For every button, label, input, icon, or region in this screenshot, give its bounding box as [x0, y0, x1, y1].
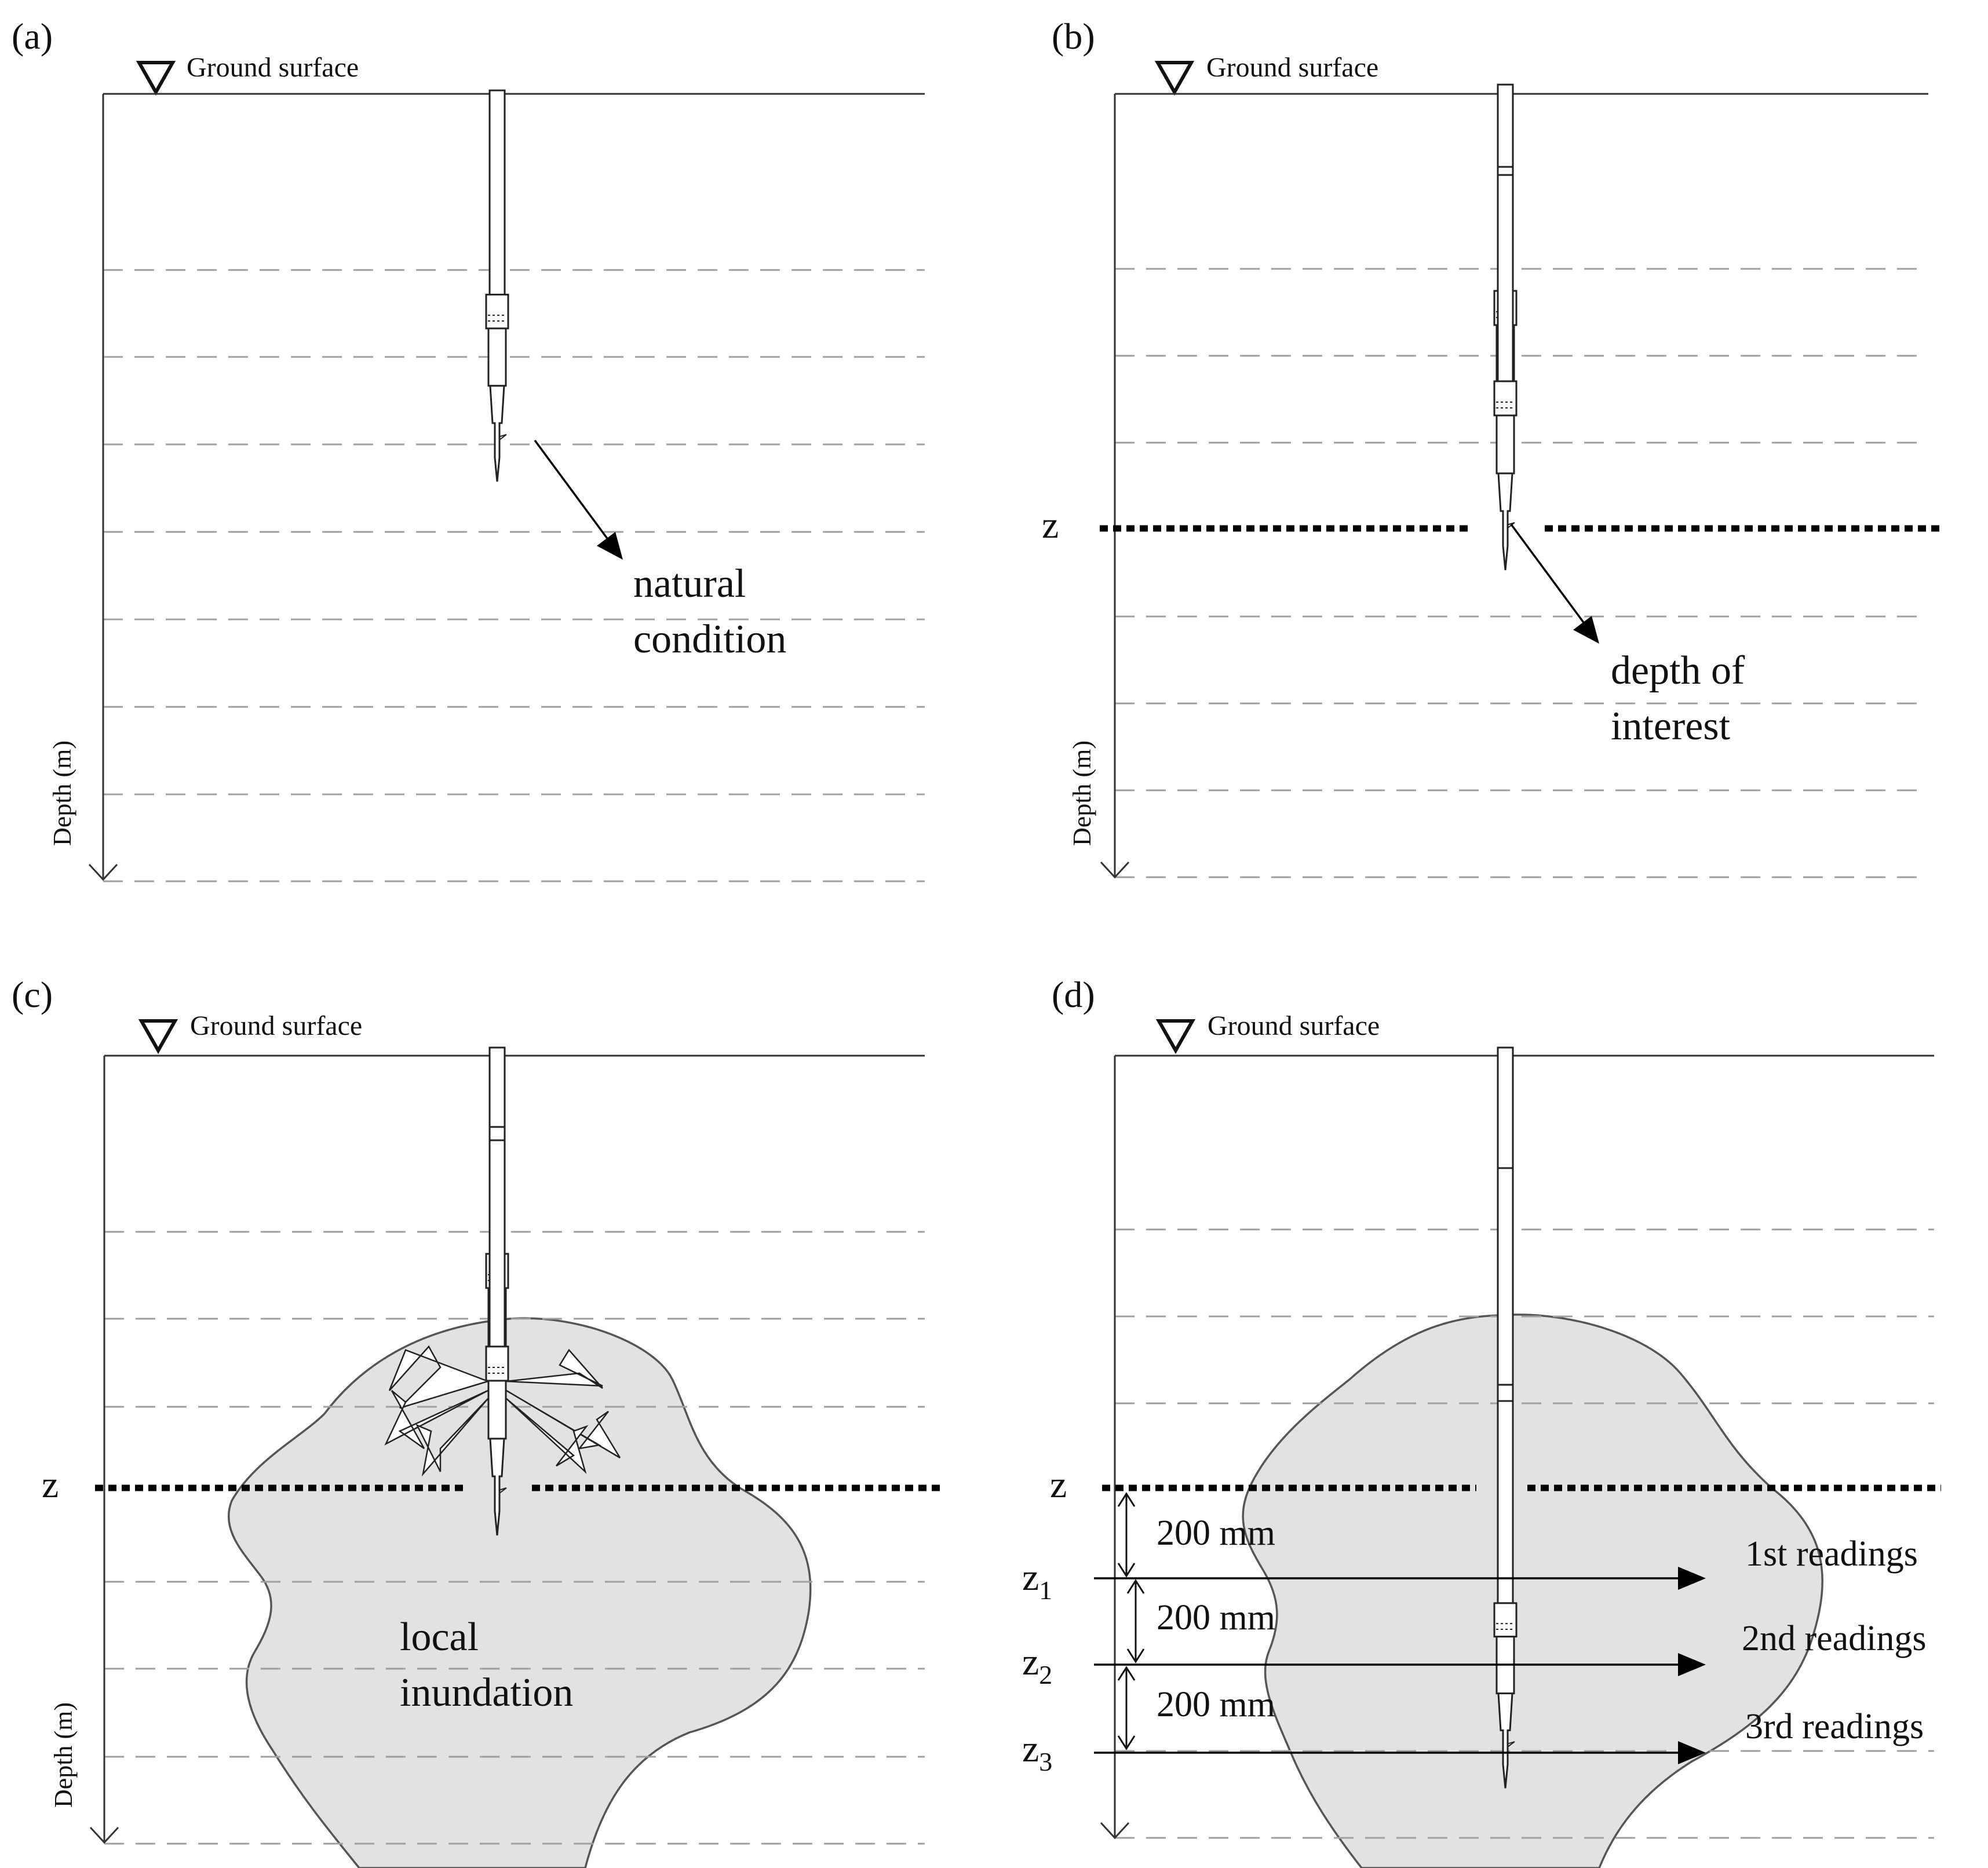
note-line-2: condition [633, 617, 786, 662]
probe-rod [485, 1046, 509, 1537]
ground-surface-label: Ground surface [187, 52, 359, 83]
z3-label: z3 [1022, 1728, 1052, 1776]
depth-axis [89, 1056, 119, 1844]
reading-label: 2nd readings [1742, 1619, 1927, 1658]
pointer-arrow [534, 439, 623, 560]
panel-label: (c) [12, 974, 53, 1015]
probe-rod [485, 89, 509, 483]
probe-rod [1493, 83, 1518, 571]
z2-label: z2 [1022, 1641, 1052, 1690]
depth-axis-label: Depth (m) [1068, 740, 1096, 846]
depth-axis [1100, 1056, 1130, 1840]
z-label: z [1050, 1464, 1067, 1506]
soil-layer-lines [1115, 1228, 1934, 1839]
depth-axis [1100, 94, 1130, 879]
note-line-1: local [400, 1615, 479, 1659]
z-label: z [42, 1464, 59, 1506]
spacing-label: 200 mm [1157, 1598, 1275, 1637]
reading-label: 3rd readings [1745, 1707, 1924, 1746]
spacing-dimensions [1117, 1492, 1145, 1750]
note-line-2: inundation [400, 1670, 573, 1715]
panel-label: (d) [1052, 974, 1095, 1015]
spacing-label: 200 mm [1157, 1513, 1275, 1553]
panel-a: (a) Ground surface Depth (m) natural con… [12, 16, 925, 882]
soil-layer-lines [104, 1231, 925, 1845]
soil-layer-lines [1115, 268, 1928, 878]
soil-layer-lines [103, 269, 925, 882]
z-label: z [1042, 504, 1059, 546]
panel-label: (a) [12, 16, 53, 57]
depth-axis-label: Depth (m) [49, 1702, 78, 1808]
spacing-label: 200 mm [1157, 1685, 1275, 1724]
water-table-icon [1155, 1019, 1196, 1055]
note-line-1: natural [633, 561, 746, 606]
water-table-icon [138, 1019, 178, 1055]
water-table-icon [1154, 61, 1195, 96]
local-inundation-zone [1242, 1314, 1823, 1868]
ground-surface-label: Ground surface [1206, 52, 1378, 83]
note-line-1: depth of [1611, 648, 1745, 693]
depth-axis [88, 94, 118, 881]
note-line-2: interest [1611, 704, 1731, 749]
reading-arrows [1094, 1567, 1706, 1764]
panel-c: (c) Ground surface Depth (m) z [12, 974, 940, 1868]
probe-rod [1493, 1046, 1518, 1789]
infiltration-arrows [384, 1345, 621, 1477]
panel-label: (b) [1052, 16, 1095, 57]
water-table-icon [136, 61, 176, 96]
reading-label: 1st readings [1745, 1534, 1918, 1574]
ground-surface-label: Ground surface [1208, 1010, 1380, 1041]
ground-surface-label: Ground surface [190, 1010, 362, 1041]
z1-label: z1 [1022, 1556, 1052, 1605]
panel-d: (d) Ground surface z [1022, 974, 1941, 1868]
local-inundation-zone [228, 1317, 812, 1868]
depth-axis-label: Depth (m) [48, 740, 76, 846]
panel-b: (b) Ground surface Depth (m) z [1042, 16, 1941, 879]
pointer-arrow [1510, 523, 1599, 644]
